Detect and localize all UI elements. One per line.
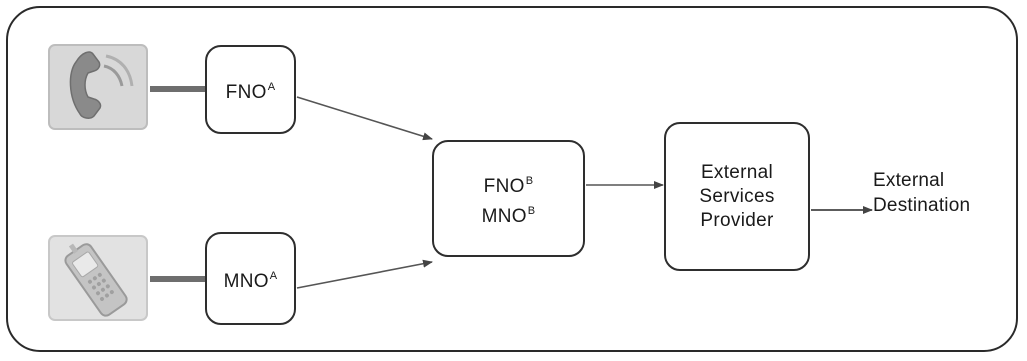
arrow-fno-a-to-b [296, 96, 433, 141]
fno-a-box: FNOA [205, 45, 296, 134]
mno-a-box: MNOA [205, 232, 296, 325]
external-destination-label: External Destination [873, 168, 970, 218]
mno-a-label: MNOA [223, 269, 278, 292]
diagram-frame [6, 6, 1018, 352]
arrow-mno-a-to-b [296, 259, 433, 289]
fno-mno-b-box: FNOB MNOB [432, 140, 585, 257]
fno-b-label: FNOB [483, 174, 534, 197]
destination-line-2: Destination [873, 195, 971, 216]
destination-line-1: External [873, 170, 945, 191]
external-services-provider-box: External Services Provider [664, 122, 810, 271]
fno-a-label: FNOA [225, 80, 276, 103]
mno-b-label: MNOB [481, 204, 536, 227]
mobile-link [150, 276, 206, 282]
esp-line-3: Provider [700, 209, 774, 231]
telephone-handset-icon [48, 44, 148, 130]
mobile-phone-icon [48, 235, 148, 321]
phone-link [150, 86, 206, 92]
esp-line-2: Services [699, 185, 775, 207]
esp-line-1: External [700, 161, 774, 183]
